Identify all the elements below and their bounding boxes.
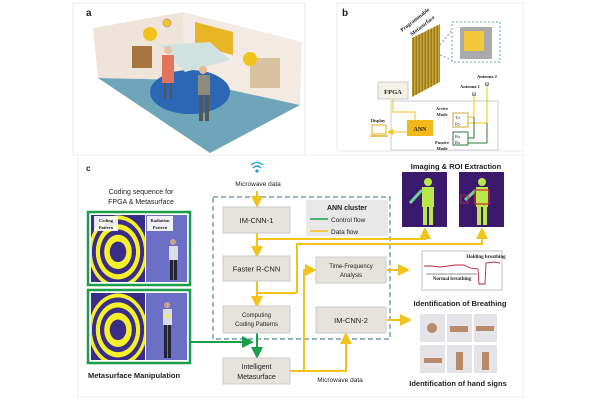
coding-title-2: FPGA & Metasurface — [108, 199, 174, 206]
person-photo-1 — [169, 239, 178, 280]
intelligent-metasurface-box: Intelligent Metasurface — [222, 357, 291, 385]
ann-cluster-boundary — [212, 196, 391, 340]
programmable-metasurface — [412, 24, 440, 97]
time-frequency-box: Time-Frequency Analysis — [315, 256, 387, 284]
microwave-data-top-label: Microwave data — [235, 181, 281, 188]
coding-pattern-label-2: Pattern — [99, 225, 114, 230]
coding-pattern-label: Coding — [99, 218, 114, 223]
imaging-title: Imaging & ROI Extraction — [411, 162, 502, 171]
antenna2-label: Antenna 2 — [477, 74, 498, 79]
coding-title: Coding sequence for — [109, 189, 174, 196]
legend-control-label: Control flow — [331, 217, 366, 224]
unit-cell-inset — [451, 21, 501, 63]
roi-box-chest — [474, 189, 490, 205]
antenna2-icon: ψ — [485, 82, 489, 88]
imaging-result-2-roi — [459, 172, 504, 227]
hand-signs-title: Identification of hand signs — [409, 379, 507, 388]
breathing-title: Identification of Breathing — [414, 299, 507, 308]
clock — [162, 18, 172, 28]
hand-sign-grid — [420, 314, 497, 373]
passive-mode-label: Passive — [435, 140, 449, 145]
display-icon — [371, 124, 387, 135]
tx-label: Tx — [455, 115, 461, 120]
passive-mode-label-2: Mode — [437, 146, 448, 151]
passive-link-1 — [468, 117, 475, 139]
roi-box-hand — [460, 194, 469, 204]
legend-title: ANN cluster — [327, 205, 367, 212]
wifi-icon — [250, 161, 264, 173]
legend — [306, 200, 388, 236]
imaging-result-1 — [402, 172, 447, 227]
lamp-left — [143, 27, 157, 41]
panel-c: c Microwave data Coding sequence for FPG… — [77, 154, 524, 398]
unit-cell-patch — [464, 31, 484, 51]
panel-b: b Programmable Metasurface FPGA Antenna … — [336, 2, 524, 152]
breathing-signal — [424, 261, 501, 285]
computing-label: Computing — [242, 313, 271, 319]
person-man — [198, 66, 210, 121]
im-cnn-2-box: IM-CNN-2 — [315, 306, 387, 334]
ann-label: ANN — [414, 127, 428, 133]
lamp-right — [243, 52, 257, 66]
computing-coding-patterns-box: Computing Coding Patterns — [222, 305, 291, 334]
fpga-label: FPGA — [384, 89, 402, 96]
active-txrx-box — [452, 112, 469, 128]
passive-link-2 — [468, 123, 488, 144]
active-mode-label-2: Mode — [437, 112, 448, 117]
person-woman — [162, 46, 174, 99]
time-frequency-label-2: Analysis — [340, 273, 362, 279]
panel-b-label: b — [342, 8, 348, 19]
microwave-data-bottom-label: Microwave data — [317, 377, 363, 384]
metasurface-manipulation-label: Metasurface Manipulation — [88, 371, 181, 380]
system-box — [390, 100, 499, 151]
display-label: Display — [371, 118, 386, 123]
panel-c-label: c — [86, 164, 91, 173]
person-photo-2 — [163, 302, 172, 358]
rx-label-2b: Rx — [455, 140, 461, 145]
im-cnn-1-box: IM-CNN-1 — [222, 206, 291, 234]
breathing-chart: Holding breathing Normal breathing — [421, 250, 506, 291]
im-cnn-1-label: IM-CNN-1 — [240, 216, 274, 225]
faster-rcnn-box: Faster R-CNN — [222, 255, 291, 282]
antenna1-icon: ψ — [472, 92, 476, 98]
intelligent-label: Intelligent — [242, 364, 272, 371]
rx-label: Rx — [455, 122, 461, 127]
faster-rcnn-label: Faster R-CNN — [233, 265, 281, 274]
radiation-pattern-label: Radiation — [150, 218, 170, 223]
legend-data-label: Data flow — [331, 229, 358, 236]
computing-label-2: Coding Patterns — [235, 322, 278, 328]
fpga-ann-link — [392, 99, 416, 120]
control-flow-arrows — [190, 333, 263, 359]
panel-a: a — [72, 2, 306, 156]
normal-breathing-label: Normal breathing — [433, 277, 472, 282]
dresser — [132, 46, 152, 68]
bed — [160, 42, 230, 72]
coding-pattern-2 — [91, 293, 145, 360]
intelligent-label-2: Metasurface — [237, 374, 276, 381]
im-cnn-2-label: IM-CNN-2 — [334, 316, 368, 325]
antenna1-label: Antenna 1 — [460, 84, 481, 89]
time-frequency-label: Time-Frequency — [329, 264, 372, 270]
panel-a-label: a — [86, 8, 92, 19]
rx-label-2a: Rx — [455, 134, 461, 139]
radiation-pattern-label-2: Pattern — [153, 225, 168, 230]
data-flow-arrows — [251, 191, 488, 372]
holding-breathing-label: Holding breathing — [466, 255, 506, 260]
ann-box — [407, 120, 433, 136]
active-mode-label: Active — [436, 106, 448, 111]
